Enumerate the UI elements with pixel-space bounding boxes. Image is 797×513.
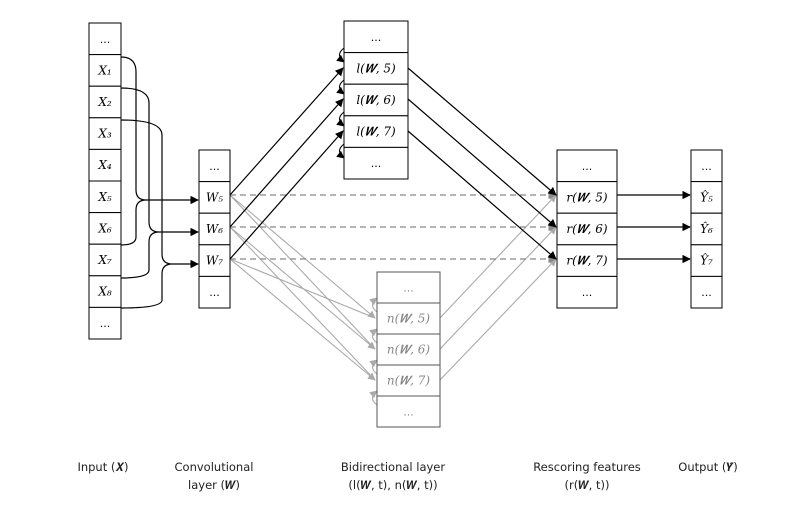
rescore-to-output-links <box>617 190 691 264</box>
captions: Input (𝑿) Convolutional layer (𝑾) Bidire… <box>77 460 737 492</box>
conv-to-forward-links <box>229 67 344 260</box>
backward-cell-box-0 <box>376 271 441 304</box>
input-cell-label-3: X₃ <box>97 127 112 141</box>
backward-recurrence-loops <box>369 297 378 406</box>
forward-cell-label-4: ... <box>371 157 382 170</box>
rescore-cell-label-3: r(𝑾, 7) <box>566 254 608 268</box>
rescore-cell-box-0 <box>556 149 618 183</box>
output-cell-label-2: Ŷ₆ <box>700 221 713 236</box>
input-cell-label-4: X₄ <box>97 158 112 172</box>
input-cell-label-1: X₁ <box>97 63 111 77</box>
rescore-cell-box-1 <box>556 181 618 214</box>
rescore-cell-label-2: r(𝑾, 6) <box>566 222 608 236</box>
forward-cell-label-2: l(𝑾, 6) <box>356 93 396 107</box>
conv-cell-label-2: W₆ <box>206 222 223 236</box>
output-cell-label-1: Ŷ₅ <box>700 189 713 204</box>
rescore-cell-label-0: ... <box>582 160 593 173</box>
input-column: ... X₁ X₂ X₃ X₄ X₅ X₆ X₇ X₈... <box>88 22 122 340</box>
output-cell-label-0: ... <box>701 160 712 173</box>
input-caption: Input (𝑿) <box>77 460 128 474</box>
input-cell-box-8 <box>88 275 122 308</box>
rescore-column: ... r(𝑾, 5) r(𝑾, 6) r(𝑾, 7)... <box>556 149 618 309</box>
output-caption: Output (𝒀̂) <box>678 460 737 474</box>
backward-layer-column: ... n(𝑾, 5) n(𝑾, 6) n(𝑾, 7)... <box>376 271 441 428</box>
output-cell-box-4 <box>690 275 723 309</box>
bidir-caption-line2: (l(𝑾, t), n(𝑾, t)) <box>348 478 437 492</box>
rescore-cell-box-3 <box>556 244 618 277</box>
input-cell-box-0 <box>88 22 122 56</box>
backward-cell-label-1: n(𝑾, 5) <box>387 312 431 326</box>
forward-cell-label-3: l(𝑾, 7) <box>356 125 396 139</box>
backward-cell-box-1 <box>376 302 441 335</box>
backward-cell-box-3 <box>376 364 441 397</box>
conv-cell-box-1 <box>198 181 231 214</box>
input-cell-box-2 <box>88 85 122 119</box>
forward-cell-label-0: ... <box>371 31 382 44</box>
conv-to-backward-links <box>229 194 376 381</box>
backward-to-rescore-links <box>439 194 557 381</box>
forward-cell-box-4 <box>343 146 409 180</box>
output-cell-label-3: Ŷ₇ <box>700 253 713 268</box>
backward-cell-box-2 <box>376 333 441 366</box>
input-cell-box-5 <box>88 180 122 214</box>
rescore-cell-label-1: r(𝑾, 5) <box>566 190 608 204</box>
conv-cell-label-4: ... <box>209 286 220 299</box>
rescore-cell-box-2 <box>556 212 618 246</box>
conv-cell-box-0 <box>198 149 231 183</box>
input-cell-label-2: X₂ <box>97 95 112 109</box>
forward-to-rescore-links <box>407 67 557 260</box>
input-cell-box-1 <box>88 54 122 87</box>
conv-cell-label-0: ... <box>209 160 220 173</box>
input-cell-box-9 <box>88 306 122 340</box>
rescore-cell-box-4 <box>556 275 618 309</box>
bidir-caption-line1: Bidirectional layer <box>341 460 446 474</box>
output-cell-label-4: ... <box>701 286 712 299</box>
skip-links <box>230 190 557 264</box>
conv-cell-label-3: W₇ <box>206 254 223 268</box>
input-cell-label-8: X₈ <box>97 285 112 299</box>
forward-recurrence-loops <box>336 47 345 159</box>
forward-cell-box-0 <box>343 20 409 54</box>
forward-cell-box-2 <box>343 83 409 117</box>
input-cell-label-6: X₆ <box>97 221 112 235</box>
input-cell-label-5: X₅ <box>97 190 112 204</box>
backward-cell-label-0: ... <box>403 282 414 295</box>
rescore-caption-line1: Rescoring features <box>533 460 641 474</box>
forward-cell-box-3 <box>343 115 409 148</box>
output-column: ... Ŷ₅ Ŷ₆ Ŷ₇... <box>690 149 723 309</box>
backward-cell-box-4 <box>376 395 441 428</box>
conv-layer-column: ... W₅ W₆ W₇... <box>198 149 231 309</box>
forward-cell-label-1: l(𝑾, 5) <box>356 61 396 75</box>
connections <box>120 47 691 406</box>
backward-cell-label-2: n(𝑾, 6) <box>387 343 431 357</box>
output-cell-box-1 <box>690 181 723 214</box>
conv-caption-line2: layer (𝑾) <box>188 478 240 492</box>
backward-cell-label-3: n(𝑾, 7) <box>387 374 431 388</box>
input-cell-box-4 <box>88 148 122 182</box>
input-cell-label-0: ... <box>100 33 111 46</box>
input-cell-box-6 <box>88 212 122 245</box>
conv-cell-box-4 <box>198 275 231 309</box>
conv-caption-line1: Convolutional <box>175 460 254 474</box>
forward-layer-column: ... l(𝑾, 5) l(𝑾, 6) l(𝑾, 7)... <box>343 20 409 180</box>
input-cell-label-9: ... <box>100 317 111 330</box>
input-window-braces <box>120 56 199 309</box>
conv-cell-box-2 <box>198 212 231 246</box>
input-cell-label-7: X₇ <box>97 253 112 267</box>
backward-cell-label-4: ... <box>403 406 414 419</box>
rescore-caption-line2: (r(𝑾, t)) <box>565 478 610 492</box>
input-cell-box-7 <box>88 243 122 277</box>
conv-cell-label-1: W₅ <box>206 190 223 204</box>
rescore-cell-label-4: ... <box>582 286 593 299</box>
